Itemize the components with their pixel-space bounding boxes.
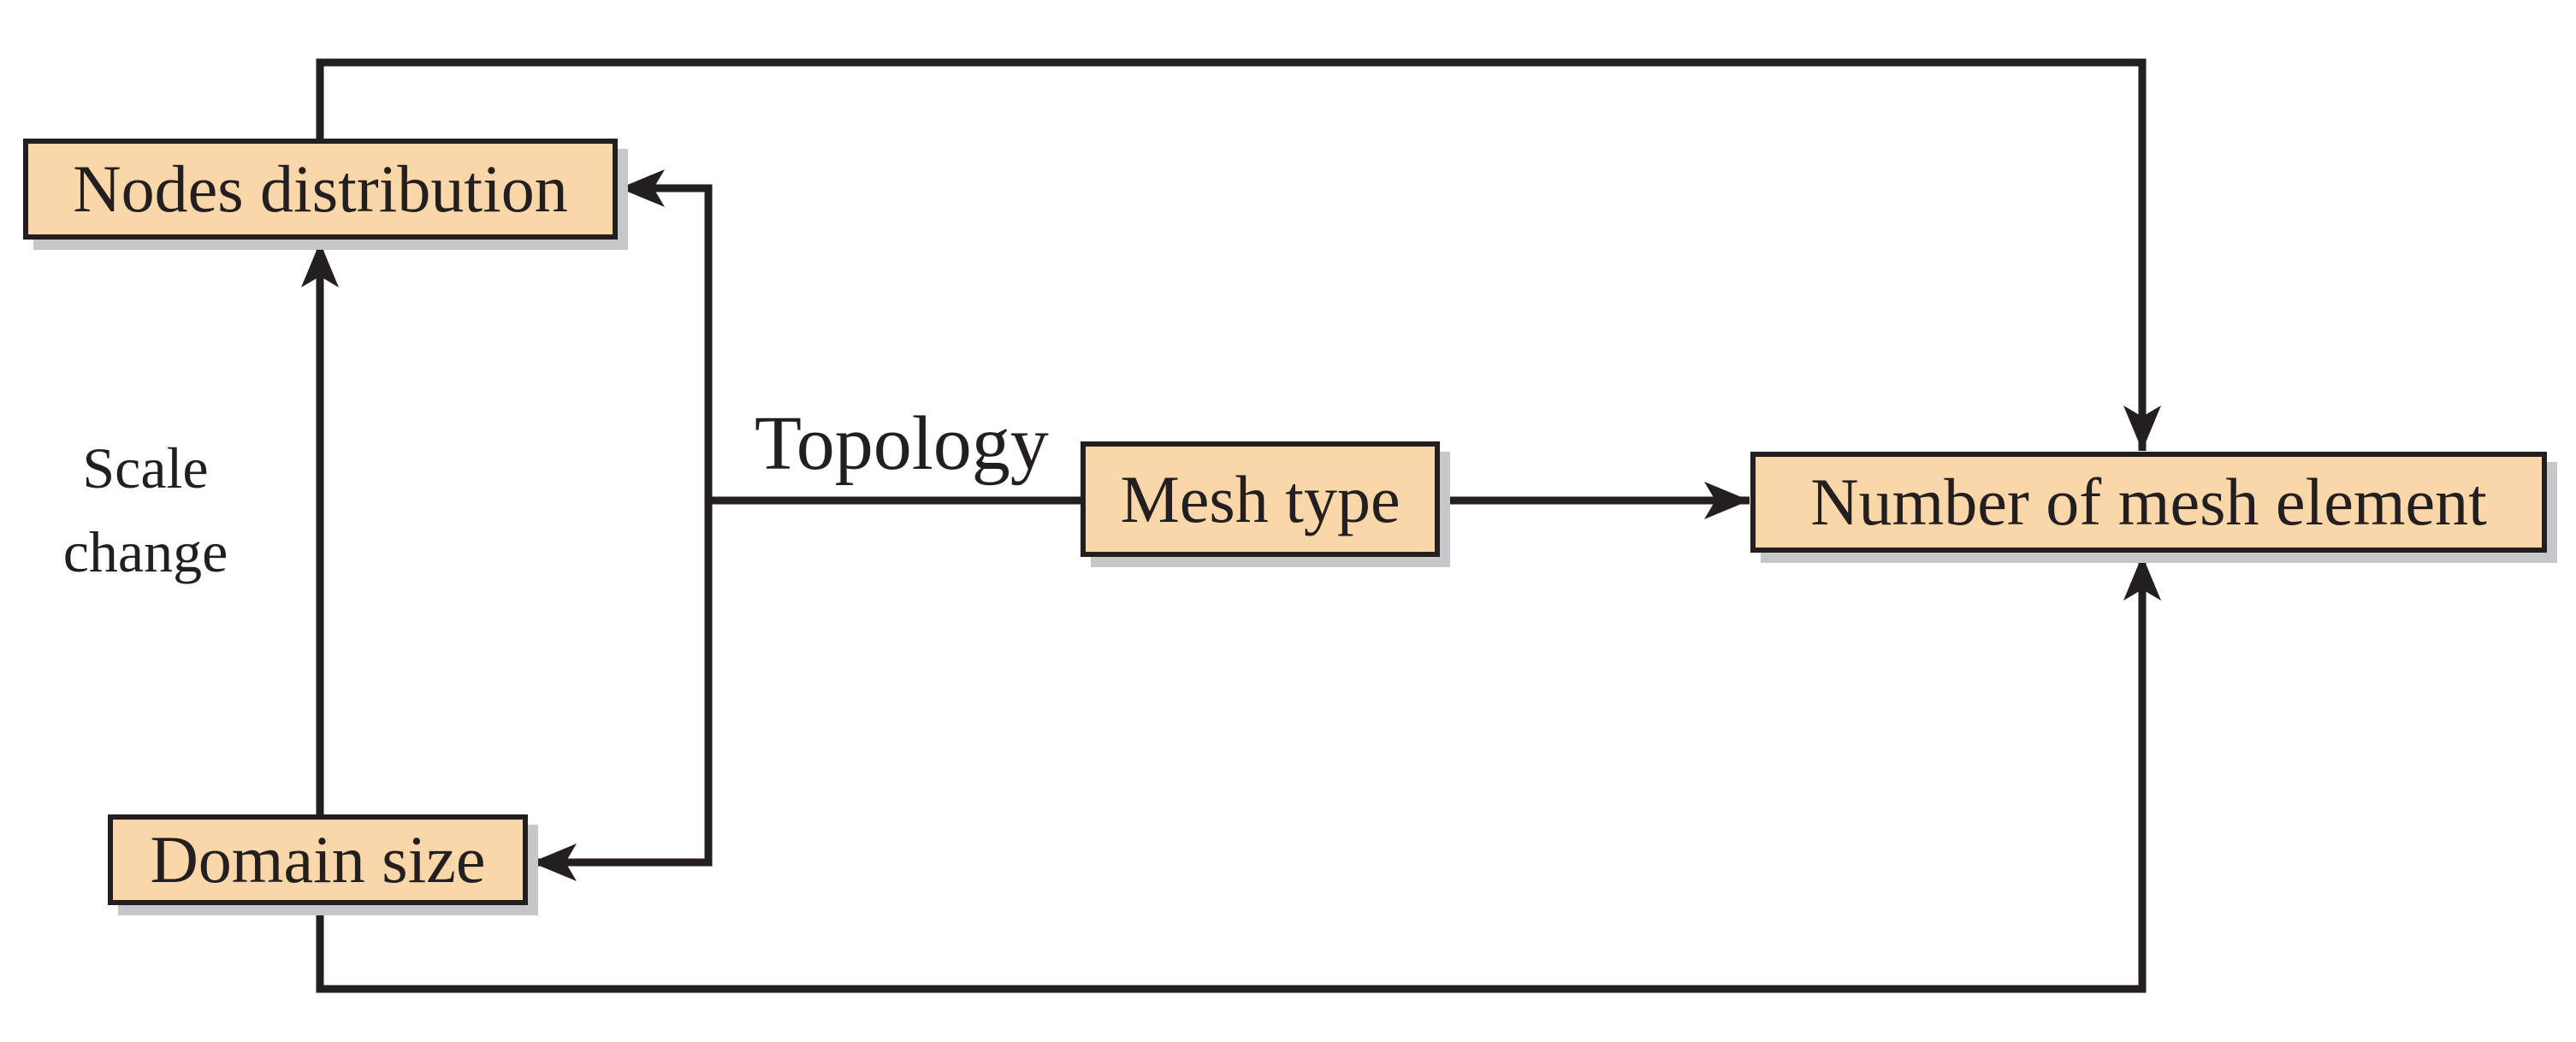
number-of-mesh-element-label: Number of mesh element	[1810, 465, 2487, 539]
connector-top-loop	[316, 58, 2161, 451]
scale-change-line2: change	[62, 519, 228, 584]
connector-bottom-loop	[301, 242, 2161, 993]
mesh-type-label: Mesh type	[1120, 461, 1401, 536]
topology-label: Topology	[755, 401, 1049, 486]
mesh-type-box: Mesh type	[1081, 441, 1440, 557]
nodes-distribution-box: Nodes distribution	[23, 139, 618, 240]
number-of-mesh-element-box: Number of mesh element	[1750, 452, 2547, 553]
scale-change-label: Scale change	[26, 426, 265, 594]
connector-feedback-branch	[531, 169, 713, 881]
domain-size-label: Domain size	[150, 822, 486, 897]
scale-change-line1: Scale	[82, 435, 209, 500]
domain-size-box: Domain size	[108, 814, 528, 905]
nodes-distribution-label: Nodes distribution	[73, 151, 568, 226]
